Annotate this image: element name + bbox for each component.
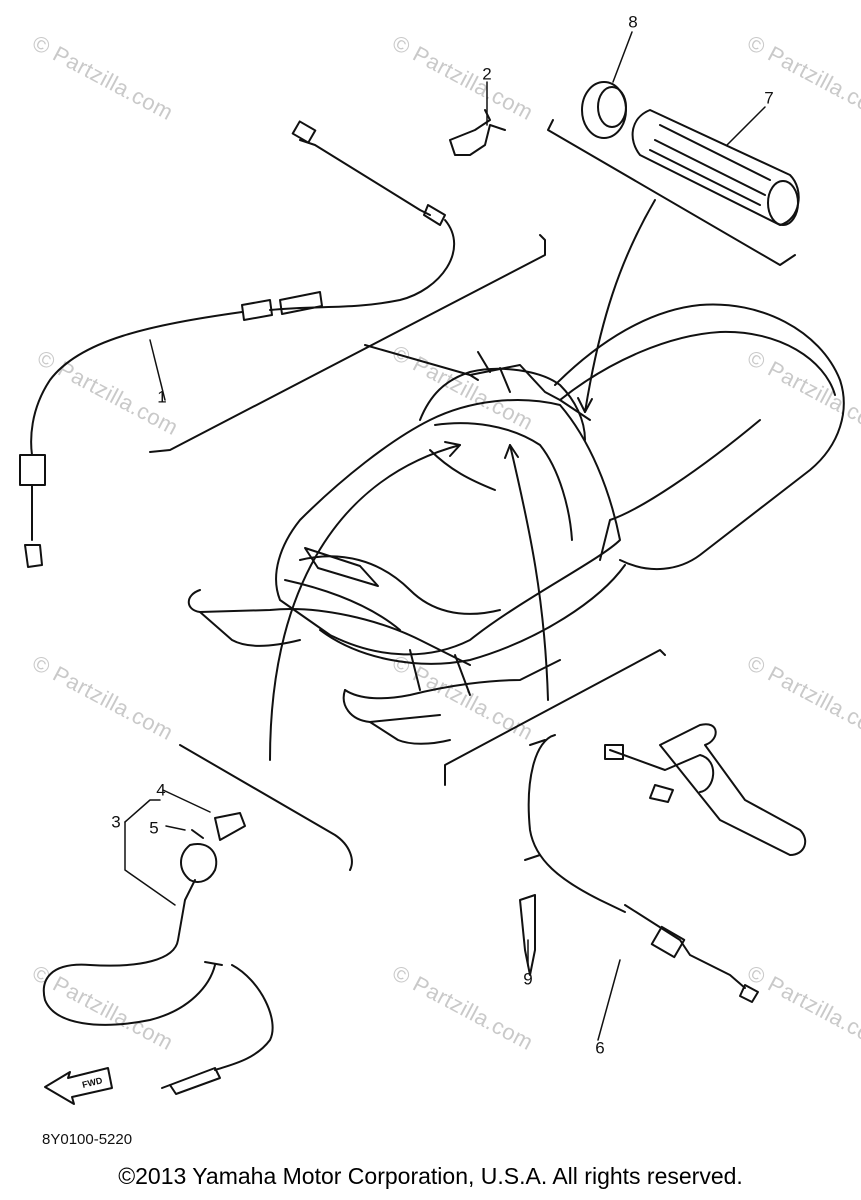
upper-right-frame bbox=[547, 119, 796, 266]
callout-3: 3 bbox=[111, 812, 121, 832]
lower-right-frame bbox=[444, 649, 666, 786]
throttle-cable-illustration bbox=[19, 120, 479, 568]
speedometer-cable-illustration bbox=[42, 812, 274, 1095]
upper-left-frame bbox=[149, 234, 546, 453]
callout-4: 4 bbox=[156, 780, 166, 800]
clip-illustration bbox=[449, 109, 506, 156]
callout-2: 2 bbox=[482, 64, 492, 84]
callout-5: 5 bbox=[149, 818, 159, 838]
callout-1: 1 bbox=[157, 387, 167, 407]
lower-left-frame bbox=[179, 744, 353, 871]
leader-lines bbox=[124, 31, 766, 1041]
forward-indicator-icon bbox=[44, 1067, 113, 1105]
callout-7: 7 bbox=[764, 88, 774, 108]
snowmobile-illustration bbox=[187, 303, 845, 745]
arrow-to-throttle bbox=[584, 199, 656, 413]
callout-9: 9 bbox=[523, 969, 533, 989]
arrow-to-speedometer bbox=[269, 444, 461, 761]
callout-6: 6 bbox=[595, 1038, 605, 1058]
brake-cable-illustration bbox=[519, 723, 807, 1003]
diagram-part-code: 8Y0100-5220 bbox=[42, 1131, 133, 1148]
callout-8: 8 bbox=[628, 12, 638, 32]
copyright-notice: ©2013 Yamaha Motor Corporation, U.S.A. A… bbox=[118, 1163, 743, 1189]
fwd-label: FWD bbox=[81, 1075, 104, 1090]
arrow-to-brake bbox=[509, 444, 549, 701]
grip-illustration bbox=[581, 81, 800, 226]
